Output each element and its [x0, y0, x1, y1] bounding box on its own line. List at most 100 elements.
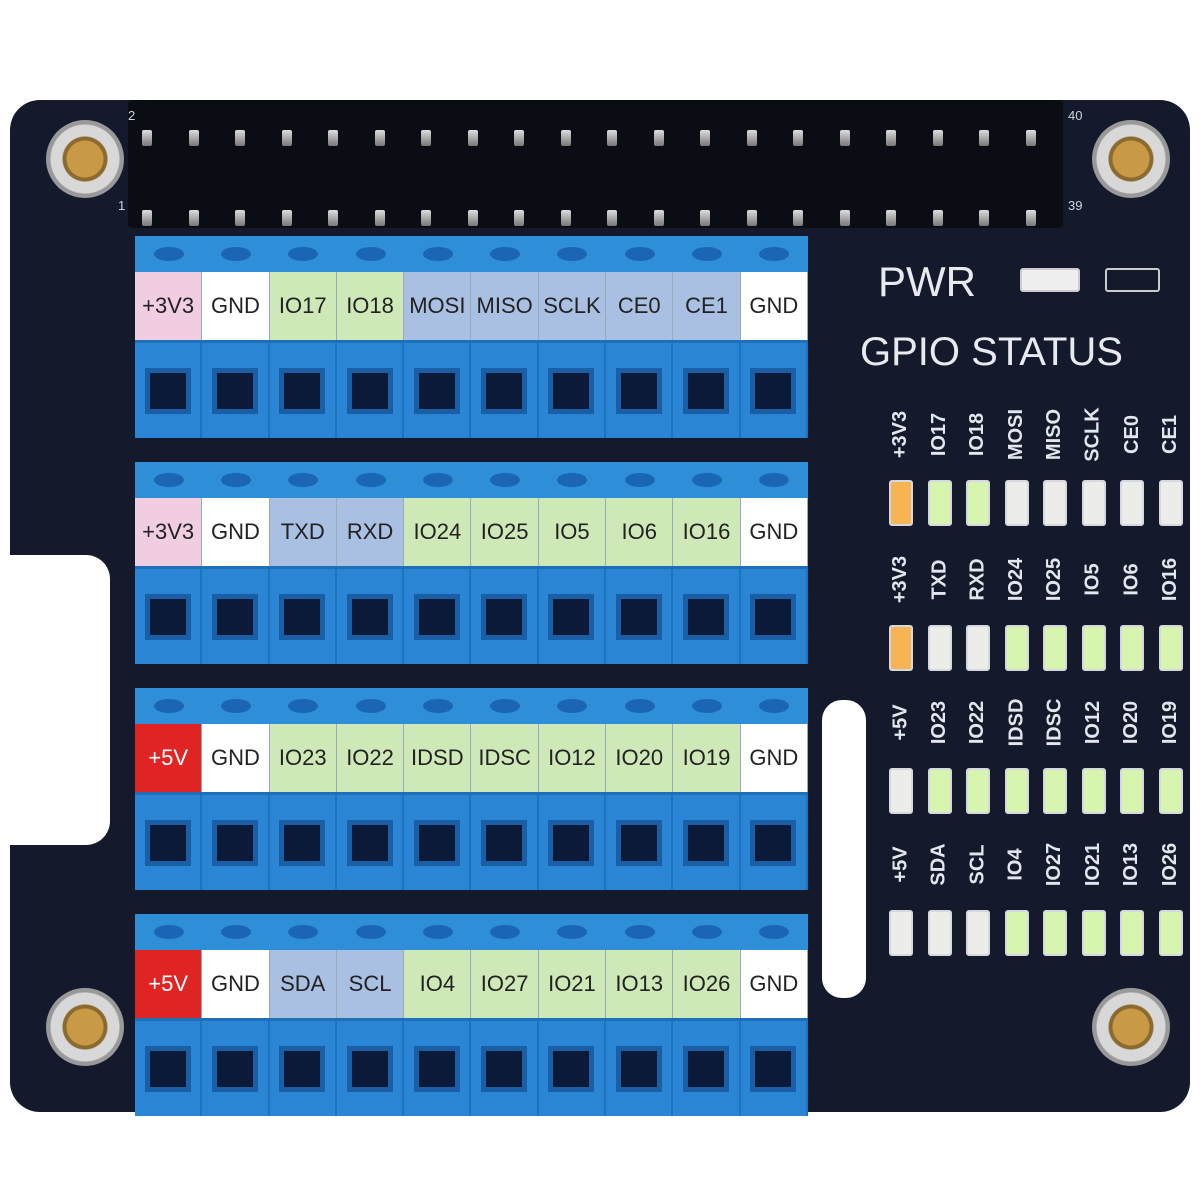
terminal-screw[interactable]	[606, 462, 673, 498]
terminal-screw[interactable]	[270, 236, 337, 272]
terminal-screw[interactable]	[539, 462, 606, 498]
terminal-screw[interactable]	[741, 688, 808, 724]
terminal-wire-hole[interactable]	[471, 795, 539, 890]
terminal-label: IO27	[471, 950, 539, 1018]
led-label: IDSD	[1005, 698, 1028, 746]
terminal-wire-hole[interactable]	[741, 795, 808, 890]
terminal-screw[interactable]	[135, 914, 202, 950]
terminal-wire-hole[interactable]	[337, 1021, 405, 1116]
led-indicator: IO18	[961, 395, 995, 545]
terminal-wire-hole[interactable]	[404, 569, 472, 664]
terminal-screw[interactable]	[270, 462, 337, 498]
terminal-wire-hole[interactable]	[539, 795, 607, 890]
terminal-wire-hole[interactable]	[202, 795, 270, 890]
terminal-screw[interactable]	[606, 914, 673, 950]
terminal-wire-hole[interactable]	[539, 343, 607, 438]
terminal-wire-hole[interactable]	[673, 343, 741, 438]
terminal-screw[interactable]	[337, 914, 404, 950]
terminal-screw[interactable]	[202, 688, 269, 724]
terminal-screw[interactable]	[337, 688, 404, 724]
terminal-screw[interactable]	[606, 688, 673, 724]
terminal-label: RXD	[336, 498, 405, 566]
led-indicator: MOSI	[1000, 395, 1034, 545]
terminal-wire-hole[interactable]	[673, 1021, 741, 1116]
terminal-wire-hole[interactable]	[539, 569, 607, 664]
header-pin	[793, 210, 803, 226]
terminal-screw[interactable]	[741, 236, 808, 272]
terminal-screw[interactable]	[471, 688, 538, 724]
terminal-wire-hole[interactable]	[337, 795, 405, 890]
terminal-screw[interactable]	[471, 914, 538, 950]
terminal-screw[interactable]	[471, 236, 538, 272]
header-pin	[746, 130, 757, 146]
terminal-wire-hole[interactable]	[337, 569, 405, 664]
terminal-label: IO4	[404, 950, 472, 1018]
terminal-wire-hole[interactable]	[202, 569, 270, 664]
terminal-screw[interactable]	[337, 236, 404, 272]
terminal-screw[interactable]	[673, 688, 740, 724]
terminal-screw[interactable]	[202, 236, 269, 272]
terminal-wire-hole[interactable]	[606, 569, 674, 664]
terminal-screw[interactable]	[135, 462, 202, 498]
header-pin	[514, 210, 524, 226]
terminal-wire-hole[interactable]	[270, 343, 337, 438]
terminal-wire-hole[interactable]	[741, 569, 808, 664]
terminal-wire-hole[interactable]	[135, 795, 203, 890]
terminal-screw[interactable]	[135, 688, 202, 724]
header-pin	[188, 210, 199, 226]
terminal-wire-hole[interactable]	[135, 1021, 203, 1116]
terminal-wire-hole[interactable]	[539, 1021, 607, 1116]
terminal-wire-hole[interactable]	[673, 795, 741, 890]
terminal-screw[interactable]	[606, 236, 673, 272]
terminal-wire-hole[interactable]	[741, 343, 808, 438]
terminal-wire-hole[interactable]	[404, 1021, 472, 1116]
terminal-wire-hole[interactable]	[471, 1021, 539, 1116]
terminal-wire-hole[interactable]	[404, 795, 472, 890]
terminal-screw[interactable]	[135, 236, 202, 272]
header-pin	[979, 210, 989, 226]
led-label: IO4	[1005, 847, 1027, 881]
terminal-screw[interactable]	[539, 914, 606, 950]
terminal-screw[interactable]	[270, 914, 337, 950]
header-pin	[607, 210, 617, 226]
led-label: IO19	[1159, 700, 1182, 744]
terminal-screw[interactable]	[404, 462, 471, 498]
terminal-screw[interactable]	[471, 462, 538, 498]
terminal-wire-hole[interactable]	[202, 1021, 270, 1116]
terminal-screw[interactable]	[404, 236, 471, 272]
terminal-screw[interactable]	[673, 462, 740, 498]
terminal-wire-hole[interactable]	[270, 795, 337, 890]
terminal-screw[interactable]	[741, 462, 808, 498]
terminal-screw[interactable]	[337, 462, 404, 498]
terminal-screw[interactable]	[539, 236, 606, 272]
terminal-wire-hole[interactable]	[606, 343, 674, 438]
terminal-screw[interactable]	[404, 914, 471, 950]
terminal-label: IO22	[336, 724, 405, 792]
terminal-screw[interactable]	[202, 914, 269, 950]
terminal-wire-holes	[135, 792, 808, 890]
terminal-wire-hole[interactable]	[202, 343, 270, 438]
terminal-wire-hole[interactable]	[606, 795, 674, 890]
terminal-screw[interactable]	[673, 914, 740, 950]
terminal-wire-hole[interactable]	[135, 569, 203, 664]
terminal-screw[interactable]	[202, 462, 269, 498]
terminal-screw[interactable]	[673, 236, 740, 272]
terminal-screw[interactable]	[270, 688, 337, 724]
mounting-screw-top-right	[1092, 120, 1170, 198]
terminal-wire-hole[interactable]	[404, 343, 472, 438]
terminal-wire-hole[interactable]	[135, 343, 203, 438]
terminal-screw[interactable]	[539, 688, 606, 724]
terminal-screw[interactable]	[404, 688, 471, 724]
terminal-wire-hole[interactable]	[741, 1021, 808, 1116]
terminal-wire-hole[interactable]	[337, 343, 405, 438]
led-light	[889, 480, 913, 526]
terminal-wire-hole[interactable]	[471, 343, 539, 438]
terminal-wire-hole[interactable]	[673, 569, 741, 664]
terminal-wire-hole[interactable]	[270, 569, 337, 664]
terminal-screw[interactable]	[741, 914, 808, 950]
led-light	[1004, 625, 1029, 671]
terminal-wire-hole[interactable]	[471, 569, 539, 664]
terminal-wire-hole[interactable]	[606, 1021, 674, 1116]
led-indicator: IO5	[1077, 540, 1111, 690]
terminal-wire-hole[interactable]	[270, 1021, 337, 1116]
